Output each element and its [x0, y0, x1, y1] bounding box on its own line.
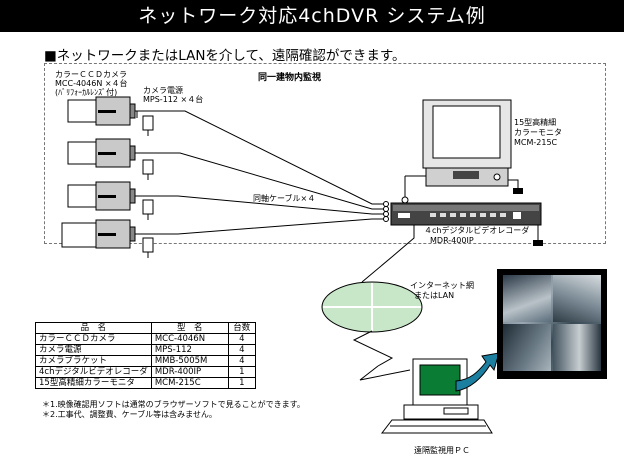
camera-4: [61, 219, 136, 249]
quantity: 1: [227, 377, 256, 389]
model-name: MCM-215C: [150, 377, 229, 389]
page-title: ネットワーク対応4chDVR システム例: [0, 0, 624, 32]
network-label-1: インターネット網: [410, 281, 474, 290]
pc-label: 遠隔監視用ＰＣ: [414, 446, 470, 455]
item-name: カメラ電源: [35, 344, 152, 356]
table-row: カメラ電源 MPS-112 4: [35, 344, 256, 356]
note-1: ＊1.映像確認用ソフトは通常のブラウザーソフトで見ることができます。: [42, 400, 305, 409]
item-name: 4chデジタルビデオレコーダ: [35, 366, 152, 378]
table-row: 15型高精細カラーモニタ MCM-215C 1: [35, 377, 256, 389]
model-name: MCC-4046N: [150, 333, 229, 345]
camera-power-units: [142, 115, 154, 253]
model-name: MMB-5005M: [150, 355, 229, 367]
monitor-label-1: 15型高精細: [514, 118, 557, 127]
quantity: 4: [227, 344, 256, 356]
dvr-recorder: [390, 202, 542, 226]
coax-cables: [135, 110, 388, 235]
model-name: MPS-112: [150, 344, 229, 356]
cable-label: 同軸ケーブル×４: [253, 194, 316, 203]
color-monitor: [422, 99, 512, 187]
dvr-label-1: ４chデジタルビデオレコーダ: [424, 226, 530, 235]
building-area-box: [44, 63, 606, 244]
camera-1: [67, 96, 136, 126]
quantity: 4: [227, 333, 256, 345]
table-row: 4chデジタルビデオレコーダ MDR-400IP 1: [35, 366, 256, 378]
monitor-label-3: MCM-215C: [514, 138, 558, 147]
table-header-row: 品 名 型 名 台数: [35, 322, 256, 334]
model-name: MDR-400IP: [150, 366, 229, 378]
network-label-2: またはLAN: [414, 291, 455, 300]
item-name: カメラブラケット: [35, 355, 152, 367]
arrow-icon: [455, 352, 500, 392]
column-header: 台数: [227, 322, 256, 334]
quantity: 4: [227, 355, 256, 367]
power-label-2: MPS-112 ×４台: [143, 95, 204, 104]
camera-label-2: MCC-4046N ×４台: [55, 79, 128, 88]
table-row: カラーＣＣＤカメラ MCC-4046N 4: [35, 333, 256, 345]
power-label-1: カメラ電源: [143, 86, 183, 95]
camera-2: [67, 138, 136, 168]
remote-view-screenshot: [497, 269, 607, 379]
item-name: 15型高精細カラーモニタ: [35, 377, 152, 389]
quantity: 1: [227, 366, 256, 378]
subtitle: ■ネットワークまたはLANを介して、遠隔確認ができます。: [44, 48, 406, 64]
camera-label-1: カラーＣＣＤカメラ: [55, 70, 127, 79]
network-cloud: [321, 281, 423, 333]
camera-label-3: (ﾊﾞﾘﾌｫｰｶﾙﾚﾝｽﾞ付): [55, 88, 118, 97]
item-name: カラーＣＣＤカメラ: [35, 333, 152, 345]
monitor-label-2: カラーモニタ: [514, 128, 562, 137]
remote-pc: [380, 358, 493, 434]
column-header: 型 名: [150, 322, 229, 334]
column-header: 品 名: [35, 322, 152, 334]
camera-3: [67, 181, 136, 211]
note-2: ＊2.工事代、調整費、ケーブル等は含みません。: [42, 410, 217, 419]
dvr-label-2: MDR-400IP: [430, 236, 474, 245]
table-row: カメラブラケット MMB-5005M 4: [35, 355, 256, 367]
area-label: 同一建物内監視: [258, 73, 322, 83]
equipment-table: 品 名 型 名 台数 カラーＣＣＤカメラ MCC-4046N 4 カメラ電源 M…: [35, 322, 256, 389]
